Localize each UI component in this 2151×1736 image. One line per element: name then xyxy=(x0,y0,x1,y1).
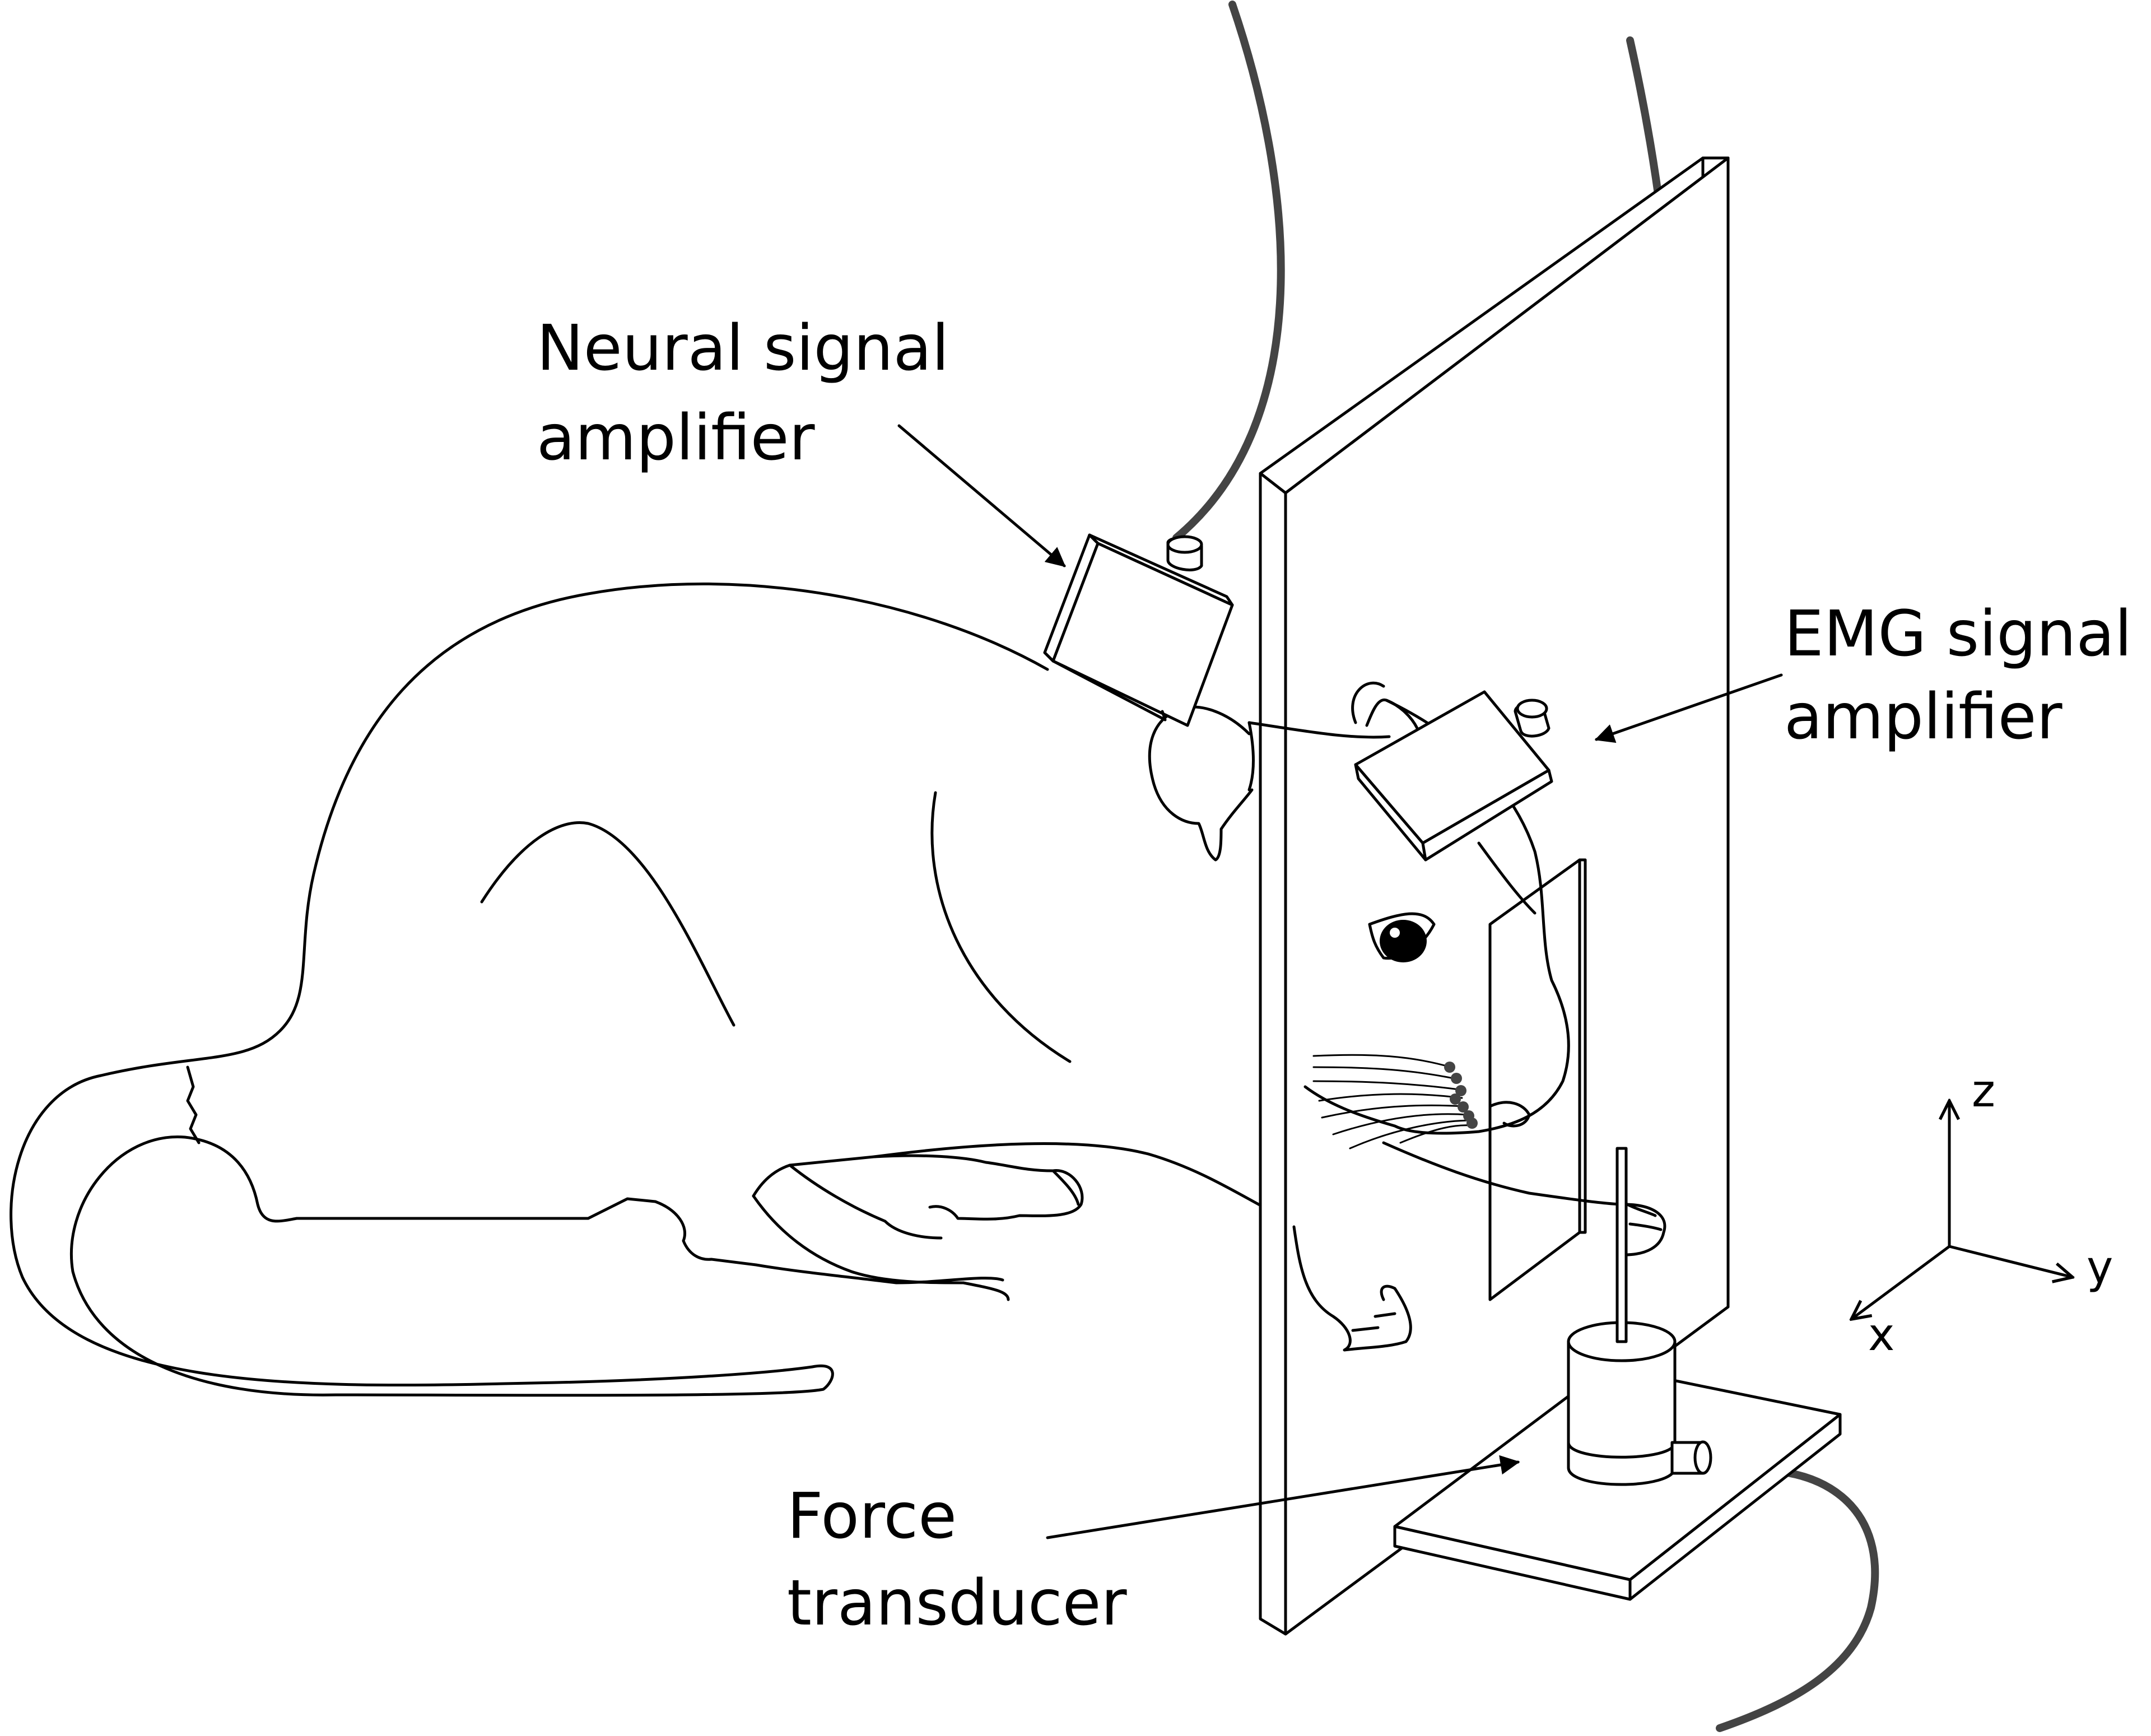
hip-line xyxy=(480,821,735,1027)
rat-head xyxy=(1292,681,1666,1352)
force-label-arrow xyxy=(1046,1455,1520,1539)
neural-amplifier xyxy=(1043,533,1234,727)
emg-label-arrow xyxy=(1594,673,1783,743)
rat-tail xyxy=(10,1074,834,1397)
back-panel xyxy=(1259,156,1730,1636)
neural-label-arrow xyxy=(897,424,1066,567)
force-transducer xyxy=(1393,1147,1842,1601)
emg-amplifier-label: EMG signal amplifier xyxy=(1784,598,2132,753)
rat-left-ear xyxy=(1148,705,1254,862)
axis-x-label: x xyxy=(1868,1309,1894,1361)
svg-text:amplifier: amplifier xyxy=(537,402,816,474)
rat-hind-paw xyxy=(752,1154,1084,1221)
tail-segment-mark xyxy=(186,1065,201,1144)
transducer-cable xyxy=(1716,1466,1879,1732)
whisker-follicles xyxy=(1444,1062,1478,1129)
rat-ear xyxy=(1351,681,1385,724)
neural-amplifier-label: Neural signal amplifier xyxy=(537,312,949,474)
rat-nose xyxy=(1488,1101,1531,1128)
svg-text:amplifier: amplifier xyxy=(1784,681,2063,753)
axes-triad: z y x xyxy=(1851,1065,2113,1361)
rat-belly xyxy=(295,1197,1004,1284)
svg-text:Neural signal: Neural signal xyxy=(537,312,949,385)
neural-cable xyxy=(1172,1,1285,542)
rat-eye xyxy=(1380,920,1427,962)
svg-text:Force: Force xyxy=(787,1480,957,1553)
svg-text:transducer: transducer xyxy=(787,1567,1127,1640)
panel-opening xyxy=(1488,858,1587,1301)
svg-text:EMG signal: EMG signal xyxy=(1784,598,2132,671)
shoulder-line xyxy=(930,791,1072,1063)
axis-y-label: y xyxy=(2087,1241,2113,1293)
emg-amplifier xyxy=(1354,690,1553,915)
axis-z-label: z xyxy=(1972,1065,1995,1117)
force-transducer-label: Force transducer xyxy=(787,1480,1127,1640)
